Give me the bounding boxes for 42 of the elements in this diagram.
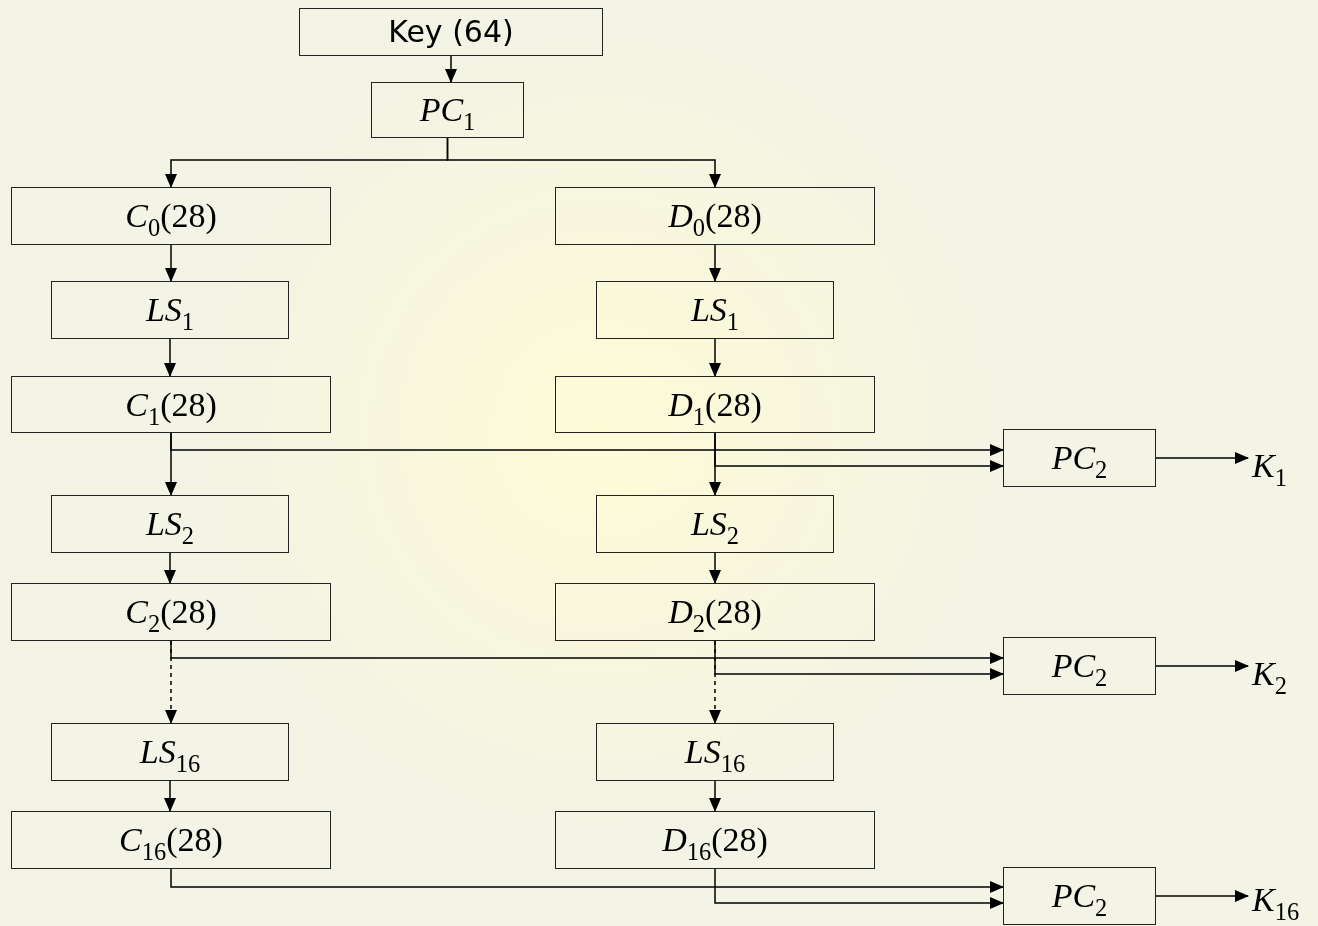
output-label: K$_{1}$ bbox=[1252, 437, 1312, 495]
arrow bbox=[709, 780, 721, 812]
process-box bbox=[11, 811, 331, 869]
process-box bbox=[51, 495, 289, 553]
process-box bbox=[555, 376, 875, 433]
box-label: Key (64) bbox=[388, 17, 514, 47]
dashed-arrow bbox=[165, 640, 177, 724]
arrow bbox=[1155, 890, 1249, 902]
process-box bbox=[1003, 429, 1156, 487]
output-label: K$_{16}$ bbox=[1252, 875, 1312, 925]
dashed-arrow bbox=[709, 640, 721, 724]
arrow bbox=[709, 338, 721, 377]
arrow bbox=[709, 432, 721, 496]
process-box bbox=[51, 281, 289, 339]
process-box bbox=[1003, 867, 1156, 925]
process-box bbox=[596, 281, 834, 339]
process-box bbox=[51, 723, 289, 781]
process-box bbox=[596, 723, 834, 781]
arrow bbox=[714, 868, 1004, 909]
process-box bbox=[11, 187, 331, 245]
arrow bbox=[445, 55, 457, 83]
arrow bbox=[170, 868, 1004, 893]
process-box bbox=[299, 8, 603, 56]
process-box bbox=[555, 583, 875, 641]
process-box bbox=[555, 187, 875, 245]
arrow bbox=[709, 552, 721, 584]
arrow bbox=[164, 780, 176, 812]
arrow bbox=[165, 432, 177, 496]
process-box bbox=[1003, 637, 1156, 695]
arrow bbox=[164, 338, 176, 377]
arrow bbox=[1155, 452, 1249, 464]
arrow bbox=[446, 137, 721, 188]
arrow bbox=[1155, 660, 1249, 672]
process-box bbox=[555, 811, 875, 869]
process-box bbox=[596, 495, 834, 553]
arrow bbox=[164, 552, 176, 584]
arrow bbox=[165, 244, 177, 282]
arrow bbox=[709, 244, 721, 282]
process-box bbox=[11, 583, 331, 641]
output-label: K$_{2}$ bbox=[1252, 645, 1312, 703]
process-box bbox=[371, 82, 524, 138]
process-box bbox=[11, 376, 331, 433]
